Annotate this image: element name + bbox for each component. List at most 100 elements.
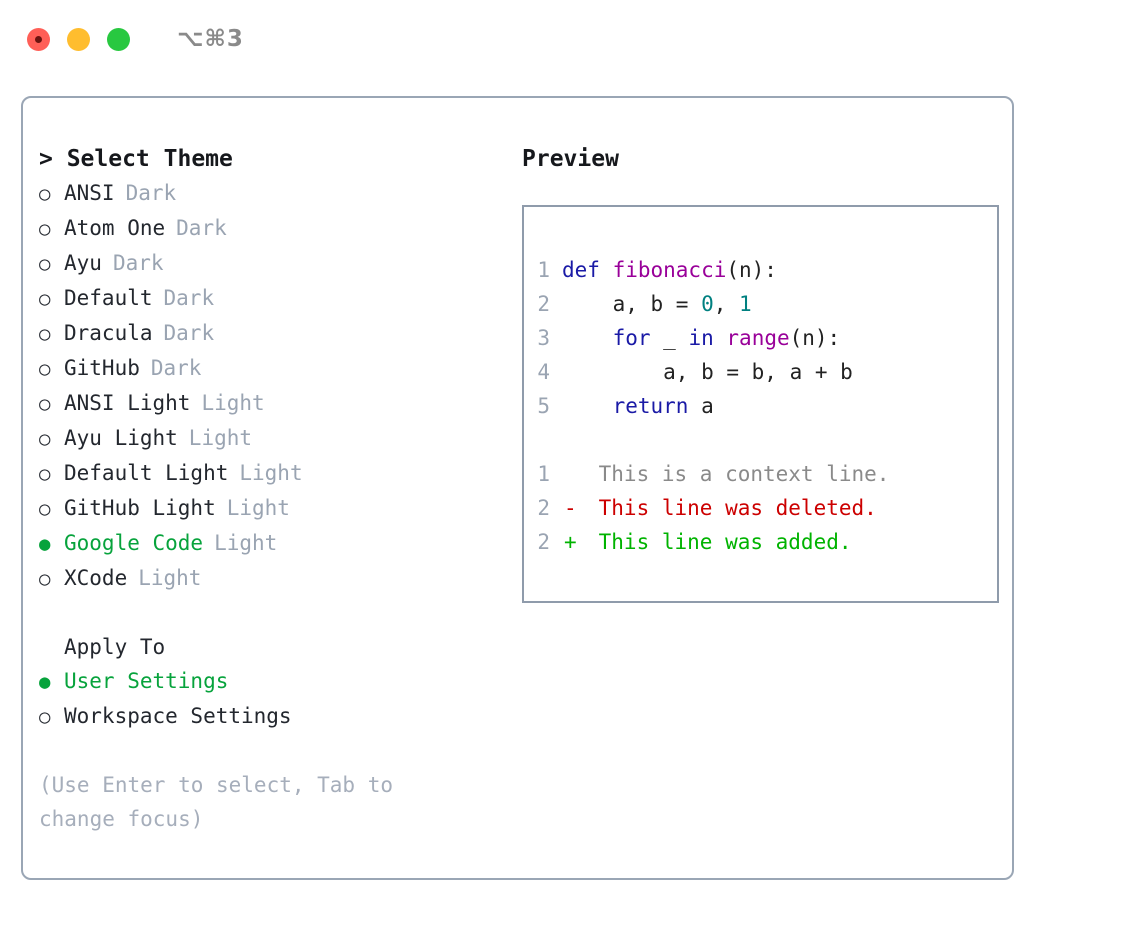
theme-variant-tag: Light [138,566,202,590]
code-token-num: 1 [739,292,752,316]
radio-unselected-icon: ○ [39,428,51,450]
radio-unselected-icon: ○ [39,323,51,345]
code-token-pl: (n): [726,258,777,282]
code-line-text: for _ in range(n): [562,321,841,355]
theme-option-label: ANSI [64,181,115,205]
code-line: 3 for _ in range(n): [524,321,997,355]
radio-unselected-icon: ○ [39,498,51,520]
theme-variant-tag: Light [226,496,290,520]
preview-heading: Preview [522,146,619,172]
select-theme-heading: > Select Theme [39,146,233,172]
theme-variant-tag: Light [188,426,253,450]
line-number: 1 [537,258,550,282]
theme-option-label: ANSI Light [64,391,191,415]
theme-option[interactable]: ○ Dracula Dark [39,316,501,351]
radio-unselected-icon: ○ [39,253,51,275]
code-token-pl [562,394,613,418]
theme-option[interactable]: ○ Ayu Light Light [39,421,501,456]
code-token-kw: return [612,394,689,418]
apply-to-heading: Apply To [64,635,166,659]
close-button[interactable] [27,27,50,51]
theme-option-label: Atom One [64,216,166,240]
apply-to-option[interactable]: ● User Settings [39,664,501,699]
code-token-fn: fibonacci [612,258,727,282]
theme-option-label: Google Code [64,531,204,555]
theme-option-label: Ayu [64,251,102,275]
code-token-fn: range [726,326,790,350]
code-token-kw: for [612,326,651,350]
code-token-pl [562,326,613,350]
code-token-pl: (n): [789,326,841,350]
radio-selected-icon: ● [39,671,51,693]
apply-to-option-label: User Settings [64,669,229,693]
maximize-button[interactable] [107,27,130,51]
code-line: 1 def fibonacci(n): [524,253,997,287]
code-line-text: a, b = b, a + b [562,355,853,389]
theme-variant-tag: Light [239,461,303,485]
theme-variant-tag: Dark [163,321,215,345]
theme-variant-tag: Light [201,391,265,415]
diff-marker [562,457,586,491]
theme-option[interactable]: ○ ANSI Dark [39,176,501,211]
code-token-pl: a, b = b, a + b [562,360,853,384]
diff-line-number: 2 [537,496,550,520]
radio-unselected-icon: ○ [39,463,51,485]
diff-line: 1 This is a context line. [524,457,997,491]
code-token-num: 0 [701,292,714,316]
theme-variant-tag: Dark [150,356,202,380]
section-spacer [39,596,501,630]
theme-option[interactable]: ○ Default Light Light [39,456,501,491]
theme-option-label: Default Light [64,461,229,485]
theme-option[interactable]: ○ Ayu Dark [39,246,501,281]
theme-option-label: GitHub Light [64,496,216,520]
code-line: 4 a, b = b, a + b [524,355,997,389]
diff-line-text: This line was deleted. [586,496,877,520]
code-line: 2 a, b = 0, 1 [524,287,997,321]
theme-variant-tag: Dark [163,286,215,310]
keyboard-hint-text: (Use Enter to select, Tab to change focu… [39,773,394,831]
theme-variant-tag: Dark [112,251,164,275]
line-number: 4 [537,360,550,384]
radio-unselected-icon: ○ [39,183,51,205]
radio-unselected-icon: ○ [39,706,51,728]
line-number: 2 [537,292,550,316]
keyboard-shortcut-label: ⌥⌘3 [177,26,244,52]
code-token-pl: _ [650,326,689,350]
theme-option-label: Default [64,286,153,310]
diff-line: 2- This line was deleted. [524,491,997,525]
theme-option-label: Ayu Light [64,426,178,450]
line-number: 3 [537,326,550,350]
diff-marker: - [564,496,577,520]
theme-variant-tag: Light [214,531,278,555]
theme-option[interactable]: ○ ANSI Light Light [39,386,501,421]
theme-option[interactable]: ○ GitHub Light Light [39,491,501,526]
line-number: 5 [537,394,550,418]
code-line: 5 return a [524,389,997,423]
radio-unselected-icon: ○ [39,393,51,415]
diff-line-text: This line was added. [586,530,852,554]
theme-option-label: GitHub [64,356,140,380]
theme-variant-tag: Dark [176,216,227,240]
theme-variant-tag: Dark [125,181,177,205]
apply-to-list[interactable]: ● User Settings ○Workspace Settings [39,664,501,734]
theme-option-label: Dracula [64,321,153,345]
minimize-button[interactable] [67,27,90,51]
code-token-pl [714,326,727,350]
title-bar: ⌥⌘3 [0,0,1140,78]
code-token-kw: in [688,326,714,350]
apply-to-option[interactable]: ○Workspace Settings [39,699,501,734]
code-line-text: def fibonacci(n): [562,253,777,287]
code-line-text: a, b = 0, 1 [562,287,752,321]
radio-unselected-icon: ○ [39,288,51,310]
theme-option[interactable]: ○ Default Dark [39,281,501,316]
